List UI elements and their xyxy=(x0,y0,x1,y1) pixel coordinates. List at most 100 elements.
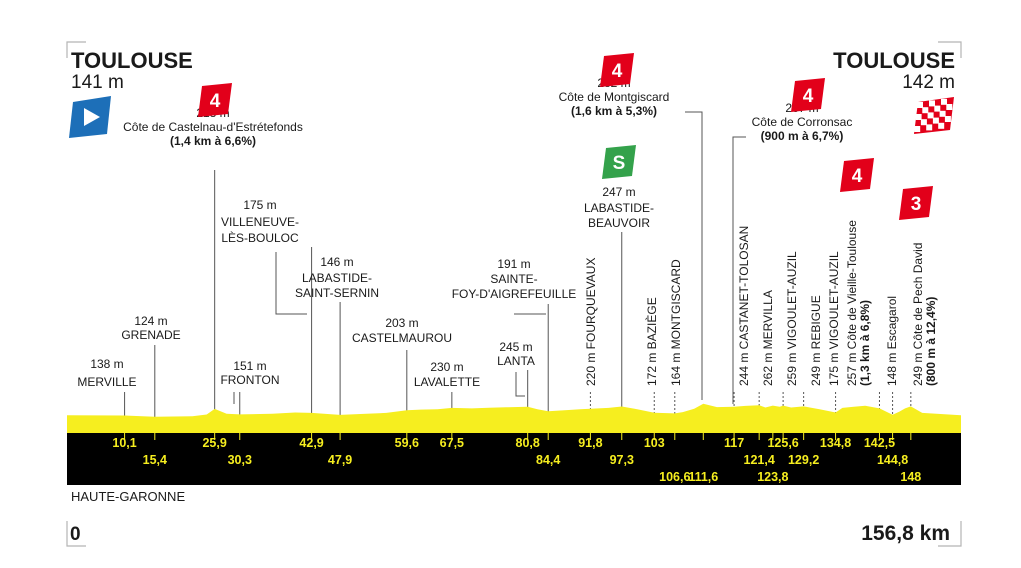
waypoint-label-vertical: 262 m MERVILLA xyxy=(761,290,775,386)
waypoint-label-vertical: 259 m VIGOULET-AUZIL xyxy=(785,251,799,386)
climb-name: Côte de Corronsac xyxy=(752,115,853,129)
leader-line xyxy=(275,252,307,315)
leader-line xyxy=(685,111,703,400)
waypoint-name: LÈS-BOULOC xyxy=(221,230,299,245)
km-label: 117 xyxy=(724,436,744,450)
waypoint-name: MERVILLE xyxy=(77,375,136,389)
km-label: 111,6 xyxy=(688,470,718,484)
waypoint-altitude: 151 m xyxy=(233,359,266,373)
climb-name: 257 m Côte de Vieille-Toulouse xyxy=(845,220,859,386)
start-km: 0 xyxy=(70,524,81,545)
waypoint-label: 175 m VILLENEUVE-LÈS-BOULOC xyxy=(221,198,299,245)
waypoint-altitude: 230 m xyxy=(430,360,463,374)
climb-detail: (800 m à 12,4%) xyxy=(924,297,938,386)
waypoint-altitude: 203 m xyxy=(385,316,418,330)
km-label: 144,8 xyxy=(877,453,908,467)
waypoint-name: SAINT-SERNIN xyxy=(295,286,379,300)
waypoint-label: 146 m LABASTIDE-SAINT-SERNIN xyxy=(295,255,379,300)
km-label: 142,5 xyxy=(864,436,895,450)
waypoint-name: BEAUVOIR xyxy=(588,216,650,230)
flag-label: 4 xyxy=(803,86,814,107)
waypoint-name: VILLENEUVE- xyxy=(221,215,299,229)
waypoint-name: LAVALETTE xyxy=(414,375,480,389)
km-label: 148 xyxy=(900,470,921,484)
waypoint-label-text: 259 m VIGOULET-AUZIL xyxy=(785,251,799,386)
climb-name: 249 m Côte de Pech David xyxy=(911,243,925,386)
elevation-profile-area xyxy=(67,403,961,433)
waypoint-altitude: 247 m xyxy=(602,185,635,199)
climb-detail: (1,4 km à 6,6%) xyxy=(170,134,256,148)
waypoint-altitude: 191 m xyxy=(497,257,530,271)
waypoint-name: FOY-D'AIGREFEUILLE xyxy=(452,287,577,301)
climb-flag-icon: 3 xyxy=(899,186,933,220)
start-altitude: 141 m xyxy=(71,72,124,93)
finish-name: TOULOUSE xyxy=(833,48,955,73)
waypoint-altitude: 124 m xyxy=(134,314,167,328)
waypoint-label-text: 148 m Escagarol xyxy=(885,296,899,386)
waypoint-name: LABASTIDE- xyxy=(584,201,654,215)
climb-flag-icon: 4 xyxy=(198,83,232,117)
km-label: 47,9 xyxy=(328,453,352,467)
sprint-label: 247 m LABASTIDE-BEAUVOIR xyxy=(584,185,654,230)
waypoint-altitude: 175 m xyxy=(243,198,276,212)
km-label: 91,8 xyxy=(578,436,602,450)
km-label: 10,1 xyxy=(112,436,136,450)
sprint-flag-icon: S xyxy=(602,145,636,179)
waypoint-altitude: 245 m xyxy=(499,340,532,354)
start-name: TOULOUSE xyxy=(71,48,193,73)
waypoint-label-vertical: 244 m CASTANET-TOLOSAN xyxy=(737,226,751,386)
finish-altitude: 142 m xyxy=(902,72,955,93)
km-label: 121,4 xyxy=(744,453,775,467)
km-label: 129,2 xyxy=(788,453,819,467)
waypoint-name: LANTA xyxy=(497,354,535,368)
km-label: 103 xyxy=(644,436,665,450)
km-label: 42,9 xyxy=(299,436,323,450)
frame-lines xyxy=(66,41,962,547)
waypoint-label-text: 220 m FOURQUEVAUX xyxy=(584,258,598,386)
region-label: HAUTE-GARONNE xyxy=(71,489,185,504)
waypoint-label-text: 164 m MONTGISCARD xyxy=(669,259,683,386)
climb-detail: (900 m à 6,7%) xyxy=(761,129,844,143)
climb-detail: (1,3 km à 6,8%) xyxy=(858,300,872,386)
climb-label-vertical: 257 m Côte de Vieille-Toulouse(1,3 km à … xyxy=(845,220,872,386)
km-label: 97,3 xyxy=(610,453,634,467)
flag-label: 4 xyxy=(852,166,863,187)
waypoint-label-text: 172 m BAZIÈGE xyxy=(644,297,659,386)
waypoint-label-vertical: 175 m VIGOULET-AUZIL xyxy=(827,251,841,386)
waypoint-altitude: 138 m xyxy=(90,357,123,371)
km-label: 25,9 xyxy=(202,436,226,450)
flag-label: 4 xyxy=(612,61,623,82)
waypoint-altitude: 146 m xyxy=(320,255,353,269)
leader-line xyxy=(515,372,525,397)
waypoint-name: FRONTON xyxy=(220,373,279,387)
finish-km: 156,8 km xyxy=(861,522,950,545)
climb-name: Côte de Castelnau-d'Estrétefonds xyxy=(123,120,303,134)
km-label: 125,6 xyxy=(767,436,798,450)
km-label: 30,3 xyxy=(228,453,252,467)
waypoint-label-vertical: 220 m FOURQUEVAUX xyxy=(584,258,598,386)
start-flag-icon xyxy=(69,96,111,138)
climb-flag-icon: 4 xyxy=(840,158,874,192)
waypoint-label-vertical: 148 m Escagarol xyxy=(885,296,899,386)
waypoint-label-vertical: 249 m REBIGUE xyxy=(809,295,823,386)
flag-label: 4 xyxy=(210,91,221,112)
waypoint-name: CASTELMAUROU xyxy=(352,331,452,345)
waypoint-label-text: 249 m REBIGUE xyxy=(809,295,823,386)
flag-label: S xyxy=(613,153,626,174)
climb-label-vertical: 249 m Côte de Pech David(800 m à 12,4%) xyxy=(911,243,938,386)
band-ticks xyxy=(124,433,912,440)
km-label: 84,4 xyxy=(536,453,560,467)
climb-flag-icon: 4 xyxy=(600,53,634,87)
waypoint-label-text: 175 m VIGOULET-AUZIL xyxy=(827,251,841,386)
waypoint-name: LABASTIDE- xyxy=(302,271,372,285)
waypoint-label-text: 262 m MERVILLA xyxy=(761,290,775,386)
climb-name: Côte de Montgiscard xyxy=(559,90,670,104)
km-label: 59,6 xyxy=(395,436,419,450)
